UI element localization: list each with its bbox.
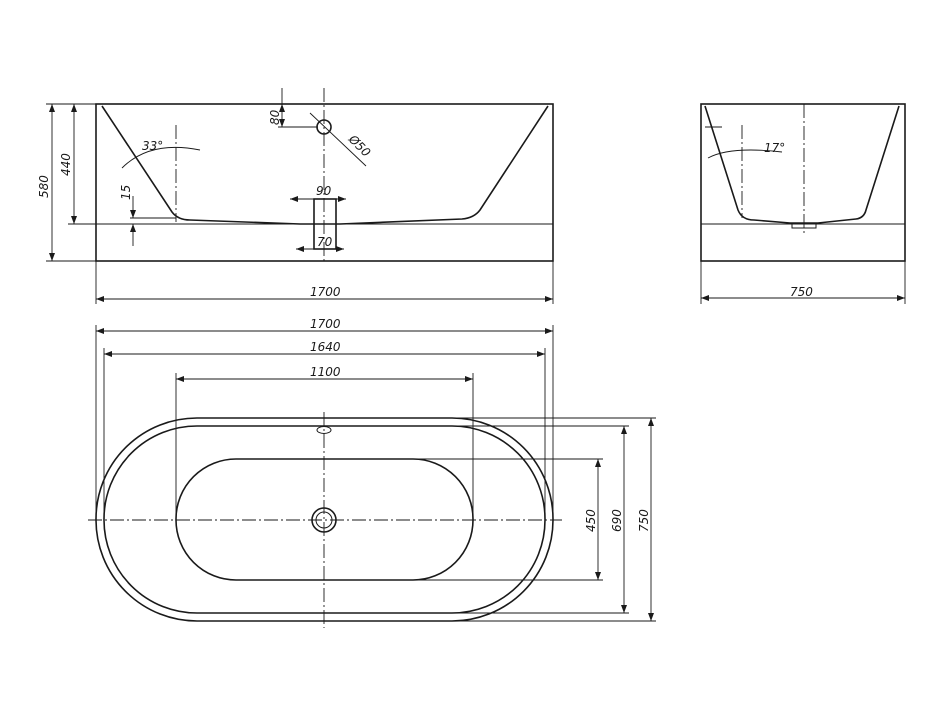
dim-90-label: 90 [316,184,332,198]
end-angle-arc [707,149,783,159]
top-drain-inner [315,511,333,529]
side-basin-profile [101,105,549,225]
dim-450-label: 450 [584,509,598,532]
end-elevation-view: 17° 750 [700,103,906,304]
dim-70-label: 70 [317,235,333,249]
dim-80-label: 80 [268,109,282,125]
end-basin-profile [704,105,900,224]
dim-d50-label: Ø50 [345,132,373,160]
dim-end-750-label: 750 [790,285,813,299]
top-drain-outer [311,507,337,533]
dim-top-750-label: 750 [637,509,651,532]
dim-440-label: 440 [59,153,73,176]
top-overflow [316,426,332,434]
end-outer-outline [700,103,906,262]
dim-top-1700-label: 1700 [310,317,341,331]
dim-690-label: 690 [610,509,624,532]
side-angle-label: 33° [142,139,163,153]
dim-d50-leader [309,112,367,167]
top-outer-outline [95,417,554,622]
end-angle-label: 17° [764,141,785,155]
top-plan-view: 1700 1640 1100 450 690 750 [88,317,656,628]
dim-1640-label: 1640 [310,340,341,354]
dim-15-label: 15 [119,185,133,200]
dim-580-label: 580 [37,175,51,198]
dim-1100-label: 1100 [310,365,341,379]
top-basin-bottom-outline [175,458,474,581]
top-rim-outline [103,425,546,614]
side-angle-arc [121,146,201,169]
side-outer-outline [95,103,554,262]
side-elevation-view: 33° 80 Ø50 90 70 15 440 580 1700 [37,88,554,304]
dim-side-1700-label: 1700 [310,285,341,299]
